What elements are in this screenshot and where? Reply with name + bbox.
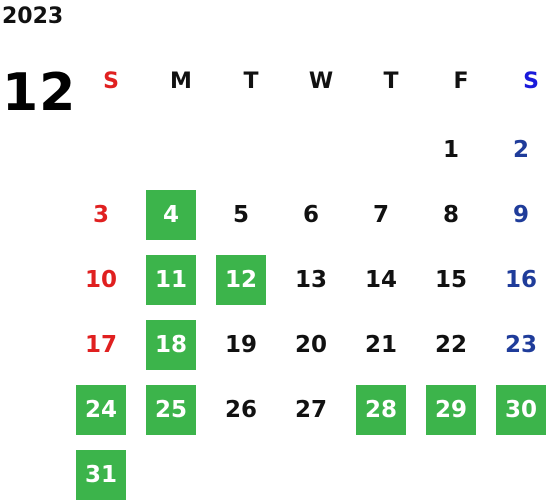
weekday-friday: F [453,68,469,94]
calendar-day[interactable]: 7 [372,202,389,228]
calendar-year: 2023 [2,4,64,29]
calendar-day-highlighted[interactable]: 29 [426,385,476,435]
weekday-saturday: S [523,68,539,94]
calendar-day-highlighted[interactable]: 12 [216,255,266,305]
calendar-day [216,125,266,175]
calendar-day [496,450,546,500]
calendar-cell[interactable]: 23 [496,320,548,385]
calendar-day[interactable]: 2 [512,137,529,163]
calendar-cell[interactable]: 2 [496,125,548,190]
calendar-day-highlighted[interactable]: 25 [146,385,196,435]
calendar-cell[interactable]: 15 [426,255,496,320]
weekday-sunday: S [103,68,119,94]
calendar-cell [286,125,356,190]
calendar-cell[interactable]: 3 [76,190,146,255]
calendar-cell [356,125,426,190]
calendar-day-highlighted[interactable]: 11 [146,255,196,305]
calendar-cell[interactable]: 30 [496,385,548,450]
calendar-day [76,125,126,175]
calendar-day[interactable]: 26 [224,397,257,423]
calendar-day[interactable]: 17 [84,332,117,358]
calendar-cell[interactable]: 1 [426,125,496,190]
calendar-day[interactable]: 14 [364,267,397,293]
calendar-day-highlighted[interactable]: 18 [146,320,196,370]
calendar-day-highlighted[interactable]: 30 [496,385,546,435]
calendar-cell[interactable]: 22 [426,320,496,385]
weekday-tuesday: T [243,68,259,94]
calendar-day[interactable]: 22 [434,332,467,358]
calendar-cell[interactable]: 25 [146,385,216,450]
calendar-day-highlighted[interactable]: 31 [76,450,126,500]
calendar-cell[interactable]: 10 [76,255,146,320]
calendar-day[interactable]: 13 [294,267,327,293]
calendar-day [286,125,336,175]
calendar-cell [216,125,286,190]
calendar-cell[interactable]: 13 [286,255,356,320]
calendar-cell[interactable]: 17 [76,320,146,385]
calendar-cell[interactable]: 7 [356,190,426,255]
calendar-cell[interactable]: 12 [216,255,286,320]
calendar-day [146,450,196,500]
calendar-cell [426,450,496,503]
calendar-day[interactable]: 19 [224,332,257,358]
calendar-cell [76,125,146,190]
calendar-cell[interactable]: 29 [426,385,496,450]
calendar-day [356,125,406,175]
weekday-monday: M [170,68,192,94]
calendar-cell[interactable]: 24 [76,385,146,450]
calendar-day[interactable]: 21 [364,332,397,358]
calendar-day[interactable]: 23 [504,332,537,358]
calendar-cell[interactable]: 6 [286,190,356,255]
calendar-cell[interactable]: 5 [216,190,286,255]
calendar-cell[interactable]: 28 [356,385,426,450]
calendar-cell [216,450,286,503]
calendar-day[interactable]: 27 [294,397,327,423]
calendar-cell[interactable]: 11 [146,255,216,320]
calendar-day[interactable]: 3 [92,202,109,228]
calendar-day [356,450,406,500]
calendar-day[interactable]: 16 [504,267,537,293]
calendar-day[interactable]: 20 [294,332,327,358]
calendar-day [216,450,266,500]
weekday-thursday: T [383,68,399,94]
calendar-cell[interactable]: 26 [216,385,286,450]
calendar-cell[interactable]: 8 [426,190,496,255]
calendar-cell[interactable]: 9 [496,190,548,255]
calendar-day[interactable]: 5 [232,202,249,228]
calendar-cell[interactable]: 16 [496,255,548,320]
calendar-cell [146,125,216,190]
calendar-cell[interactable]: 19 [216,320,286,385]
calendar-cell [356,450,426,503]
calendar-cell [496,450,548,503]
calendar-cell[interactable]: 31 [76,450,146,503]
calendar-day [146,125,196,175]
calendar-day[interactable]: 15 [434,267,467,293]
calendar-cell[interactable]: 21 [356,320,426,385]
calendar-cell [286,450,356,503]
calendar-day-highlighted[interactable]: 28 [356,385,406,435]
calendar-cell[interactable]: 18 [146,320,216,385]
calendar-cell [146,450,216,503]
calendar-cell[interactable]: 20 [286,320,356,385]
weekday-wednesday: W [308,68,334,94]
calendar-cell[interactable]: 4 [146,190,216,255]
calendar-day[interactable]: 9 [512,202,529,228]
calendar-day[interactable]: 1 [442,137,459,163]
calendar-cell[interactable]: 14 [356,255,426,320]
weekday-header: S M T W T F S [76,62,548,100]
calendar-cell[interactable]: 27 [286,385,356,450]
calendar-day [286,450,336,500]
calendar-day[interactable]: 10 [84,267,117,293]
calendar-month: 12 [2,63,77,123]
calendar-day-highlighted[interactable]: 24 [76,385,126,435]
calendar-day[interactable]: 8 [442,202,459,228]
calendar-day-highlighted[interactable]: 4 [146,190,196,240]
calendar-day[interactable]: 6 [302,202,319,228]
calendar-day [426,450,476,500]
